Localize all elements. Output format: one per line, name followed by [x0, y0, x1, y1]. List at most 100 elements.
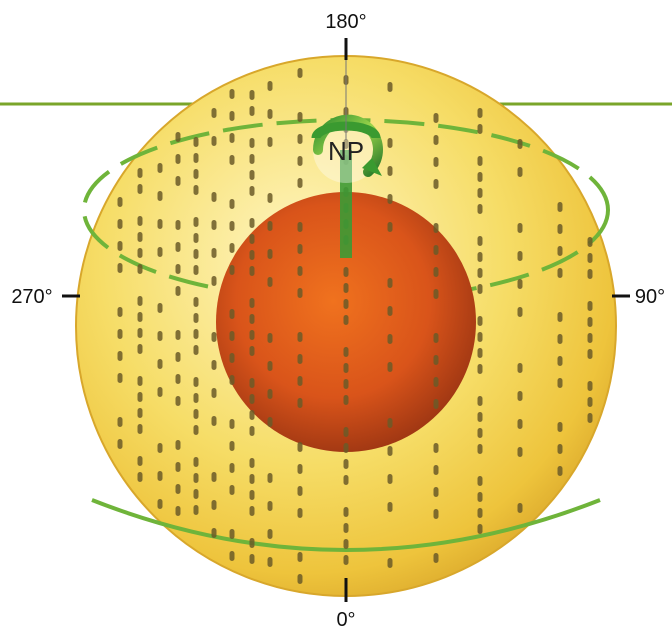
sensor-dot — [249, 234, 255, 244]
label-90: 90° — [635, 286, 665, 308]
sensor-dot — [477, 348, 483, 358]
sensor-dot — [137, 216, 143, 226]
sensor-dot — [387, 334, 393, 344]
sensor-dot — [193, 265, 199, 275]
sensor-dot — [137, 408, 143, 418]
sensor-dot — [249, 394, 255, 404]
sensor-dot — [175, 440, 181, 450]
sensor-dot — [433, 443, 439, 453]
sensor-dot — [193, 313, 199, 323]
sensor-dot — [387, 474, 393, 484]
sensor-dot — [343, 523, 349, 533]
sensor-dot — [193, 473, 199, 483]
sensor-dot — [193, 169, 199, 179]
sensor-dot — [211, 276, 217, 286]
sensor-dot — [267, 417, 273, 427]
sensor-dot — [477, 172, 483, 182]
sensor-dot — [229, 243, 235, 253]
sensor-dot — [343, 395, 349, 405]
sensor-dot — [175, 286, 181, 296]
sensor-dot — [297, 442, 303, 452]
sensor-dot — [477, 236, 483, 246]
sensor-dot — [117, 263, 123, 273]
sensor-dot — [117, 439, 123, 449]
sensor-dot — [477, 396, 483, 406]
sensor-dot — [175, 154, 181, 164]
sensor-dot — [137, 248, 143, 258]
sensor-dot — [557, 466, 563, 476]
sensor-dot — [249, 330, 255, 340]
sensor-dot — [387, 194, 393, 204]
sensor-dot — [193, 409, 199, 419]
sensor-dot — [229, 485, 235, 495]
sensor-dot — [517, 251, 523, 261]
sensor-dot — [477, 444, 483, 454]
sensor-dot — [297, 398, 303, 408]
sensor-dot — [175, 330, 181, 340]
sensor-dot — [587, 381, 593, 391]
sensor-dot — [193, 233, 199, 243]
sensor-dot — [557, 268, 563, 278]
sensor-dot — [477, 508, 483, 518]
sensor-dot — [249, 154, 255, 164]
sensor-dot — [157, 303, 163, 313]
sensor-dot — [175, 374, 181, 384]
sensor-dot — [587, 253, 593, 263]
sensor-dot — [117, 219, 123, 229]
sensor-dot — [137, 296, 143, 306]
sensor-dot — [477, 332, 483, 342]
sensor-dot — [267, 249, 273, 259]
sensor-dot — [343, 443, 349, 453]
sensor-dot — [249, 186, 255, 196]
sensor-dot — [229, 265, 235, 275]
sensor-dot — [193, 297, 199, 307]
sensor-dot — [157, 471, 163, 481]
sensor-dot — [117, 307, 123, 317]
sensor-dot — [249, 170, 255, 180]
sensor-dot — [477, 284, 483, 294]
sensor-dot — [587, 413, 593, 423]
sensor-dot — [249, 266, 255, 276]
sensor-dot — [249, 538, 255, 548]
sensor-dot — [157, 499, 163, 509]
sensor-dot — [267, 333, 273, 343]
sensor-dot — [175, 220, 181, 230]
sensor-dot — [557, 334, 563, 344]
sensor-dot — [343, 299, 349, 309]
sensor-dot — [193, 185, 199, 195]
sensor-dot — [249, 346, 255, 356]
sensor-dot — [297, 354, 303, 364]
sensor-dot — [587, 317, 593, 327]
sensor-dot — [297, 288, 303, 298]
sensor-dot — [249, 314, 255, 324]
sensor-dot — [249, 458, 255, 468]
sensor-dot — [193, 377, 199, 387]
sensor-dot — [477, 364, 483, 374]
sensor-dot — [267, 473, 273, 483]
sensor-dot — [267, 277, 273, 287]
sensor-dot — [343, 507, 349, 517]
sensor-dot — [211, 136, 217, 146]
sensor-dot — [117, 241, 123, 251]
sensor-dot — [387, 446, 393, 456]
sensor-dot — [137, 472, 143, 482]
sensor-dot — [193, 393, 199, 403]
sensor-dot — [587, 301, 593, 311]
sensor-dot — [557, 356, 563, 366]
sensor-dot — [433, 135, 439, 145]
sensor-dot — [267, 389, 273, 399]
sensor-dot — [249, 250, 255, 260]
sensor-dot — [193, 217, 199, 227]
sensor-dot — [557, 378, 563, 388]
sensor-dot — [249, 90, 255, 100]
sensor-dot — [557, 224, 563, 234]
sensor-dot — [557, 422, 563, 432]
sensor-dot — [193, 153, 199, 163]
sensor-dot — [557, 444, 563, 454]
sensor-dot — [297, 156, 303, 166]
sensor-dot — [517, 167, 523, 177]
sensor-dot — [267, 109, 273, 119]
sensor-dot — [249, 474, 255, 484]
sensor-dot — [343, 555, 349, 565]
